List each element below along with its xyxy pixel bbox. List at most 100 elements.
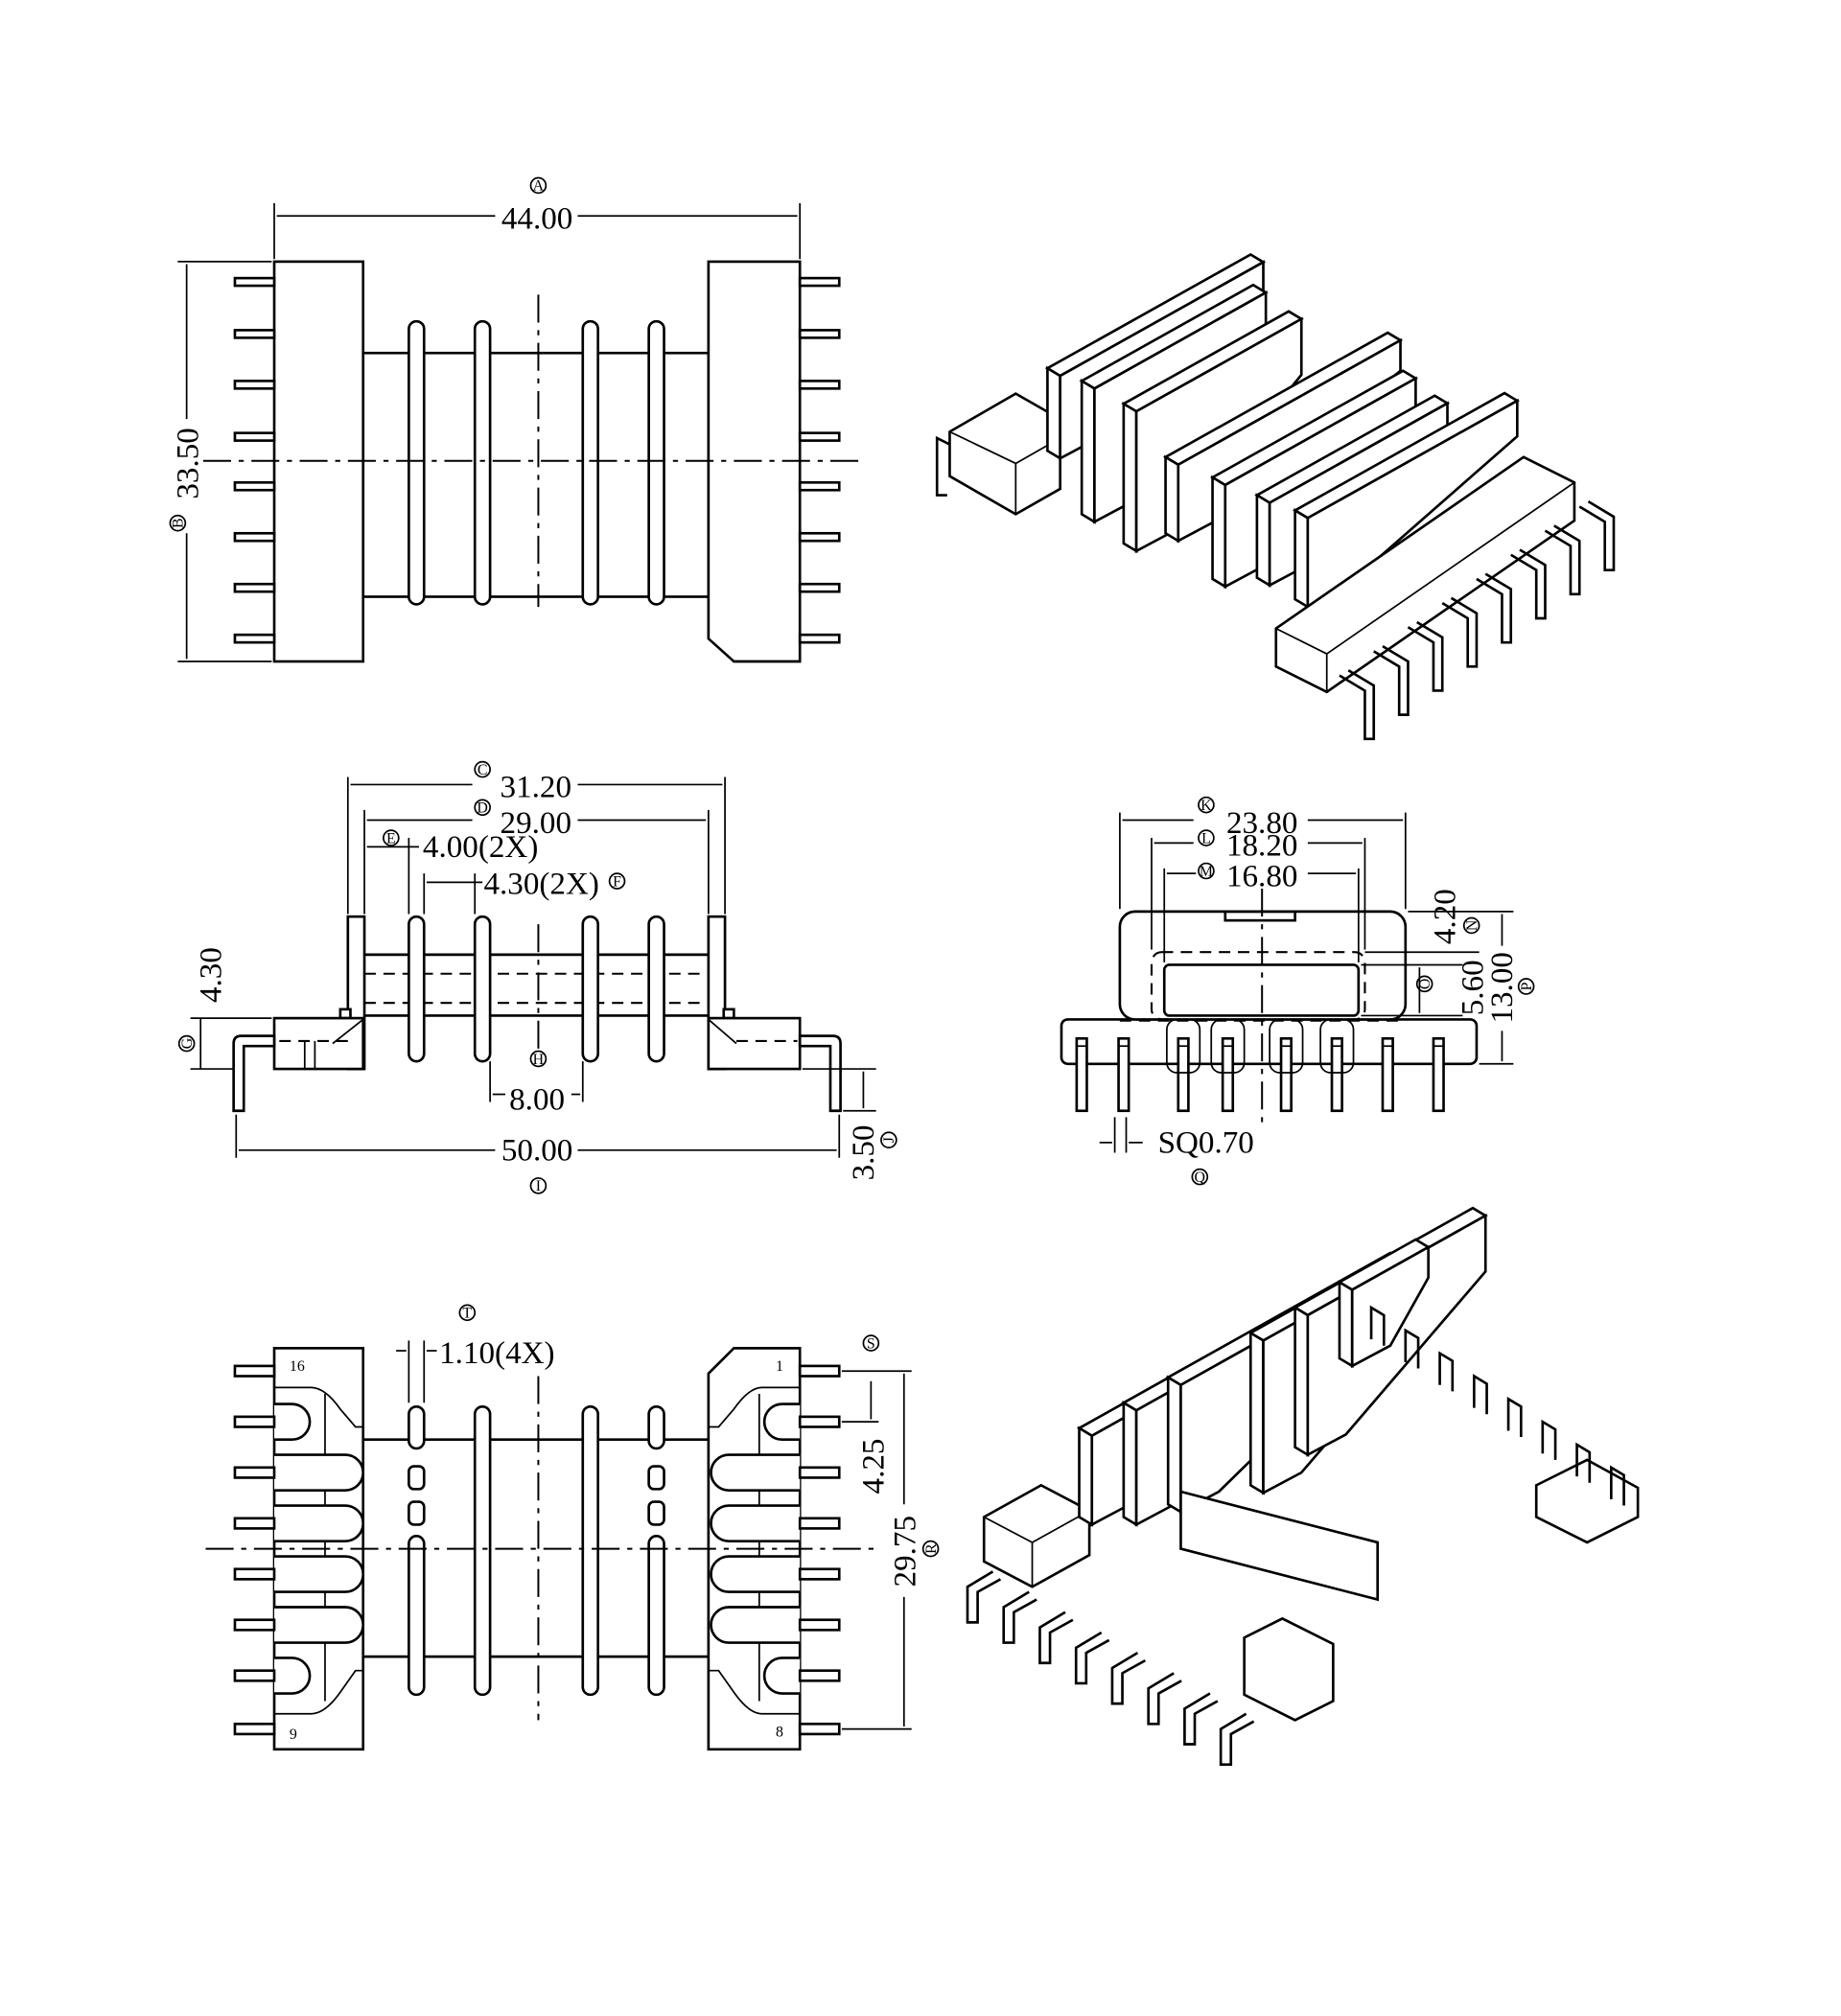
pin	[233, 582, 276, 593]
dim-window-inner: 16.80	[1226, 859, 1297, 893]
callout-e: E	[386, 830, 396, 846]
callout-o: O	[1417, 979, 1433, 989]
pin	[1381, 1036, 1394, 1113]
pin	[798, 1618, 841, 1632]
bobbin-fin	[408, 319, 426, 606]
pin-slot	[710, 1504, 801, 1542]
pin	[1279, 1036, 1293, 1113]
top-view: A 44.00 33.50 B	[169, 176, 864, 663]
callout-r: R	[923, 1543, 940, 1554]
pin-number-9: 9	[290, 1726, 297, 1743]
pin	[798, 633, 841, 644]
iso-end-block	[1243, 1616, 1335, 1722]
iso-pin	[1404, 1328, 1420, 1369]
pin-slot	[274, 1555, 364, 1593]
iso-pin	[1506, 1396, 1523, 1438]
pin-slot	[710, 1555, 801, 1593]
iso-bottom-plate-5-side	[1338, 1280, 1354, 1369]
dim-pin-pitch: 4.25	[857, 1439, 892, 1495]
bobbin-fin	[473, 319, 492, 606]
iso-pin	[1110, 1652, 1147, 1705]
pin	[798, 1517, 841, 1530]
callout-s: S	[867, 1335, 875, 1352]
iso-pin	[1473, 1374, 1488, 1415]
iso-base-block-right	[1274, 455, 1576, 694]
iso-pin	[1441, 596, 1479, 668]
dim-section-a: 4.00(2X)	[423, 830, 538, 865]
pin-slot	[710, 1606, 801, 1644]
dim-top-offset: 4.20	[1428, 889, 1462, 944]
pin	[233, 329, 276, 339]
dim-overall-height: 33.50	[172, 428, 206, 498]
callout-n: N	[1464, 919, 1480, 931]
iso-pin	[1038, 1610, 1074, 1665]
iso-bottom-plate-0-side	[1078, 1425, 1094, 1527]
pin	[798, 431, 841, 442]
iso-plate-2-side	[1122, 401, 1138, 554]
pin	[798, 1567, 841, 1581]
iso-base-block	[948, 392, 1061, 516]
pin	[798, 380, 841, 390]
iso-core-body	[1179, 1490, 1380, 1602]
dim-pin-size: SQ0.70	[1158, 1125, 1254, 1160]
pin-boss	[1166, 1018, 1201, 1074]
dim-section-b: 4.30(2X)	[483, 867, 598, 901]
isometric-view-bottom	[966, 1206, 1640, 1767]
iso-plate-0-side	[1046, 365, 1061, 461]
iso-bottom-plate-3-side	[1248, 1331, 1265, 1495]
side-right-base	[707, 1016, 802, 1071]
edge	[1275, 627, 1328, 655]
iso-plate-6-face	[1306, 398, 1519, 610]
pin-slot	[274, 1504, 364, 1542]
bobbin-fin	[408, 915, 426, 1063]
dim-flange-outer: 31.20	[501, 771, 571, 805]
pin-boss	[1269, 1018, 1304, 1074]
iso-pin	[966, 1570, 1002, 1624]
iso-bottom-plate-4-side	[1293, 1305, 1310, 1457]
pin	[1330, 1036, 1343, 1113]
callout-q: Q	[1195, 1170, 1206, 1186]
bottom-view: 16 1 9 8 1.10(4X) T S 4.25 29.75 R	[205, 1304, 940, 1751]
callout-c: C	[478, 762, 488, 778]
dim-base-height: 4.30	[194, 947, 228, 1003]
iso-pin	[1407, 620, 1444, 692]
side-left-pin	[232, 1034, 276, 1113]
callout-a: A	[533, 178, 545, 195]
end-view: K 23.80 L 18.20 M 16.80 4.20 N O 5.60 13…	[1060, 796, 1535, 1186]
callout-h: H	[533, 1052, 544, 1068]
isometric-view-top	[935, 252, 1616, 741]
pin-slot	[762, 1657, 801, 1695]
pin-number-1: 1	[776, 1358, 783, 1375]
pin	[233, 1669, 276, 1682]
callout-t: T	[462, 1306, 472, 1322]
edge	[1326, 481, 1575, 655]
bobbin-fin-notch	[647, 1465, 665, 1491]
iso-plate-3-side	[1164, 454, 1180, 544]
iso-pin	[1074, 1631, 1110, 1685]
callout-p: P	[1519, 982, 1535, 990]
bobbin-fin-notch	[408, 1465, 426, 1491]
pin-slot	[274, 1402, 312, 1442]
iso-pin	[1610, 1465, 1625, 1506]
callout-f: F	[613, 873, 621, 890]
pin	[798, 531, 841, 543]
pin	[798, 1466, 841, 1479]
pin-slot	[710, 1453, 801, 1492]
iso-pin	[1510, 548, 1547, 620]
pin	[233, 1364, 276, 1378]
pin-slot	[274, 1657, 312, 1695]
iso-pin	[1147, 1672, 1182, 1726]
iso-pin	[1373, 644, 1410, 716]
pin-boss	[1210, 1018, 1246, 1074]
dim-total-height: 13.00	[1485, 952, 1520, 1023]
bobbin-fin	[473, 1404, 492, 1697]
callout-d: D	[477, 800, 487, 817]
iso-plate-4-side	[1211, 475, 1227, 590]
iso-plate-5-side	[1255, 493, 1271, 588]
iso-pin	[1541, 1419, 1557, 1460]
callout-k: K	[1200, 798, 1212, 814]
header-step	[274, 1669, 363, 1715]
iso-pin	[935, 435, 951, 497]
callout-b: B	[171, 518, 187, 528]
